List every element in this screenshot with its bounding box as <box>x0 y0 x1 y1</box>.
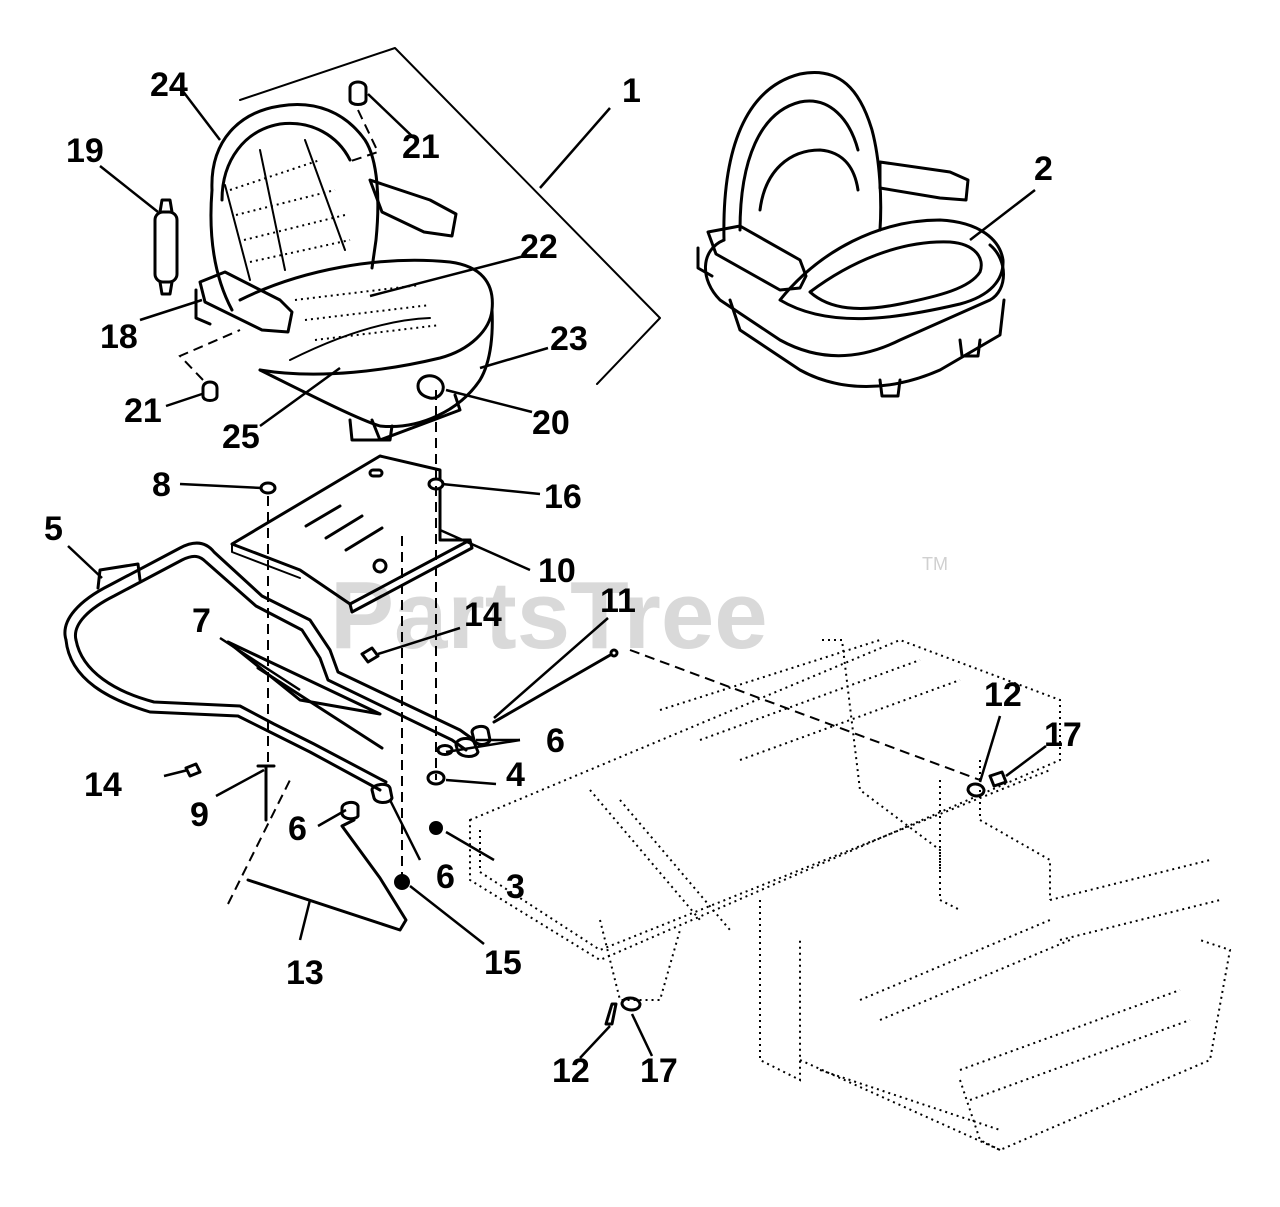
callout-15: 15 <box>484 944 522 982</box>
callout-21-top: 21 <box>402 128 440 166</box>
callout-2: 2 <box>1034 150 1053 188</box>
callout-13: 13 <box>286 954 324 992</box>
callout-1: 1 <box>622 72 641 110</box>
callout-23: 23 <box>550 320 588 358</box>
watermark-trademark: TM <box>922 554 948 574</box>
callout-24: 24 <box>150 66 188 104</box>
assembly-axes <box>227 390 981 905</box>
callout-10: 10 <box>538 552 576 590</box>
callout-16: 16 <box>544 478 582 516</box>
callout-18: 18 <box>100 318 138 356</box>
callout-14-left: 14 <box>84 766 122 804</box>
callout-14-top: 14 <box>464 596 502 634</box>
seat-frame-drawing <box>63 541 476 792</box>
callout-6-left: 6 <box>288 810 307 848</box>
callout-9: 9 <box>190 796 209 834</box>
callout-6-bottom: 6 <box>436 858 455 896</box>
seat-plate-drawing <box>230 454 474 614</box>
callout-12-bottom: 12 <box>552 1052 590 1090</box>
callout-labels: 1 2 3 4 5 6 6 6 7 8 9 10 11 12 12 13 14 … <box>44 66 1082 1090</box>
seat-2-drawing <box>696 71 1006 398</box>
assembly-bracket <box>239 47 661 385</box>
callout-4: 4 <box>506 756 525 794</box>
tractor-frame-drawing <box>469 638 1232 1152</box>
callout-17-top: 17 <box>1044 716 1082 754</box>
callout-3: 3 <box>506 868 525 906</box>
callout-21-bottom: 21 <box>124 392 162 430</box>
callout-20: 20 <box>532 404 570 442</box>
leader-lines <box>67 89 1047 1059</box>
seat-assembly-drawing <box>153 80 494 442</box>
misc-parts-drawing <box>226 640 619 932</box>
callout-6-right: 6 <box>546 722 565 760</box>
callout-19: 19 <box>66 132 104 170</box>
callout-25: 25 <box>222 418 260 456</box>
callout-17-bottom: 17 <box>640 1052 678 1090</box>
callout-8: 8 <box>152 466 171 504</box>
callout-22: 22 <box>520 228 558 266</box>
callout-12-top: 12 <box>984 676 1022 714</box>
callout-11: 11 <box>600 582 636 620</box>
callout-5: 5 <box>44 510 63 548</box>
callout-7: 7 <box>192 602 211 640</box>
